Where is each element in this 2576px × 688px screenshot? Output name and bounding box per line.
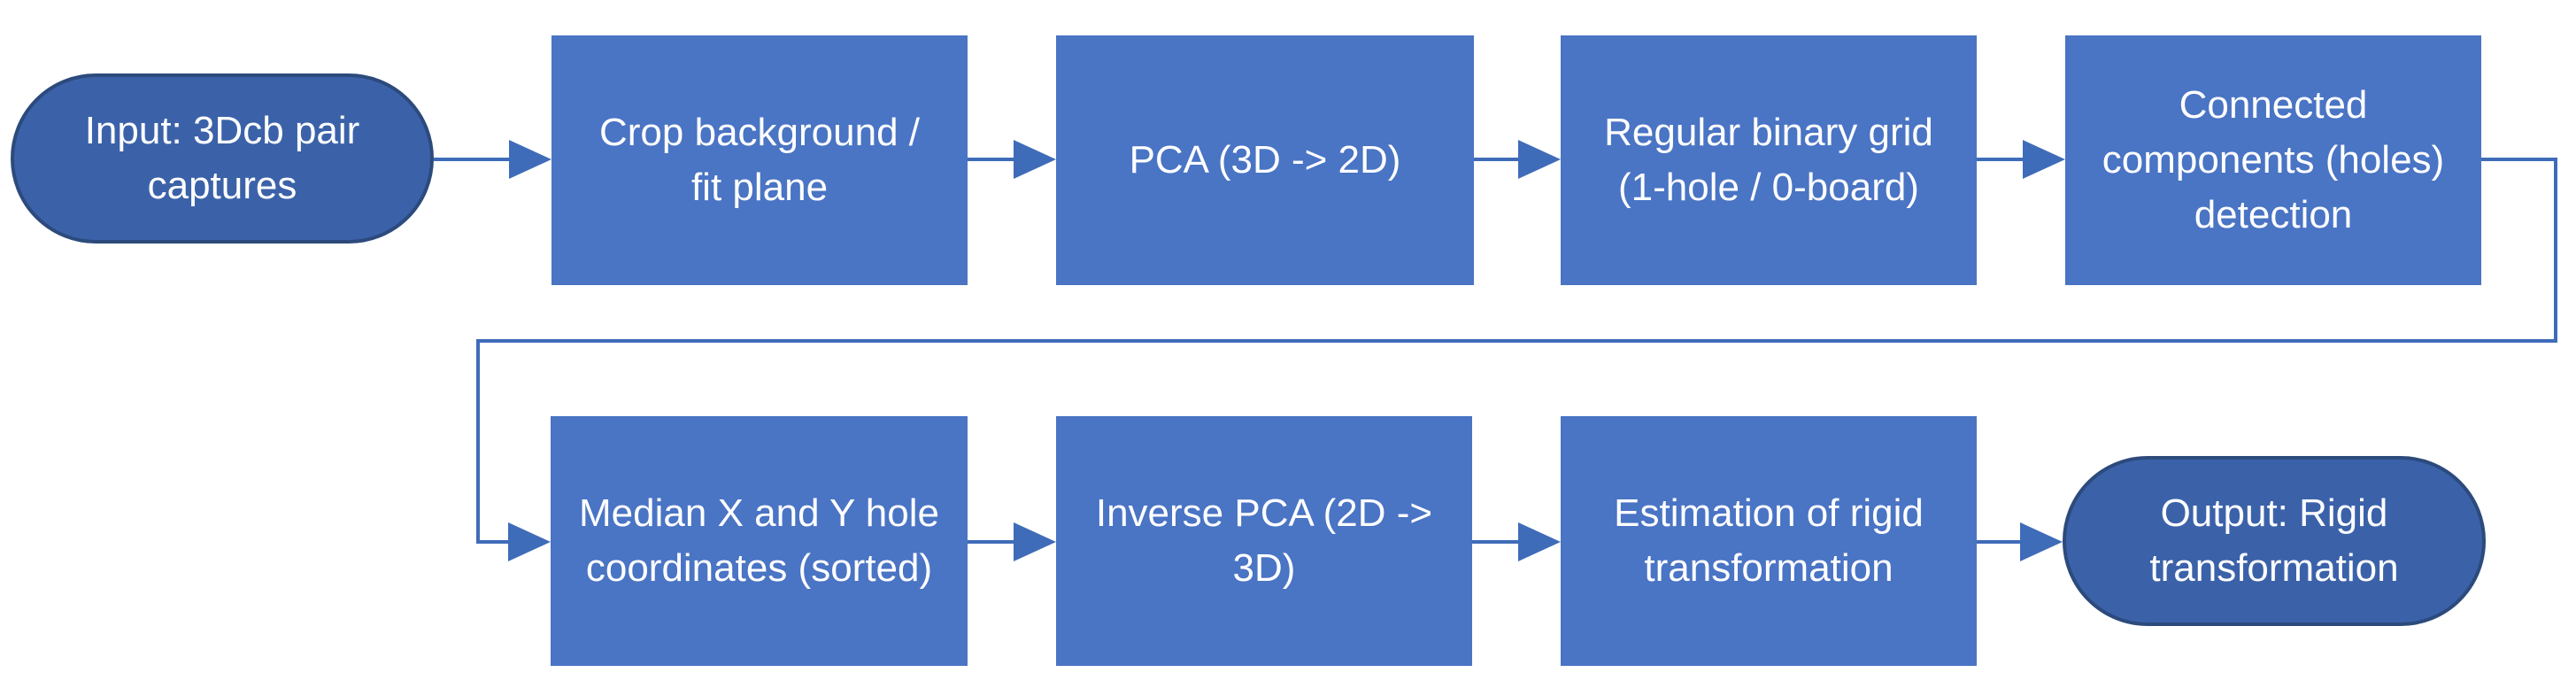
node-inverse-pca-2d-to-3d: Inverse PCA (2D -> 3D) bbox=[1056, 416, 1472, 666]
node-label: PCA (3D -> 2D) bbox=[1129, 138, 1401, 182]
arrow-grid-to-cc-head-icon bbox=[2023, 140, 2065, 179]
arrow-median-to-inverse-pca-line bbox=[968, 540, 1014, 544]
node-label: Median X and Y hole coordinates (sorted) bbox=[579, 491, 939, 590]
arrow-crop-to-pca-head-icon bbox=[1014, 140, 1056, 179]
arrow-median-to-inverse-pca-head-icon bbox=[1014, 522, 1056, 561]
node-label: Output: Rigid transformation bbox=[2149, 491, 2399, 590]
node-label: Inverse PCA (2D -> 3D) bbox=[1095, 491, 1433, 590]
node-input-3dcb-pair-captures: Input: 3Dcb pair captures bbox=[11, 73, 434, 244]
node-label: Estimation of rigid transformation bbox=[1614, 491, 1924, 590]
node-regular-binary-grid: Regular binary grid (1-hole / 0-board) bbox=[1561, 35, 1977, 285]
arrow-input-to-crop-line bbox=[434, 158, 509, 161]
connector-cc-to-median-segment-across bbox=[476, 339, 2557, 343]
arrow-crop-to-pca-line bbox=[968, 158, 1014, 161]
arrow-estimation-to-output-head-icon bbox=[2020, 522, 2063, 561]
node-label: Connected components (holes) detection bbox=[2102, 83, 2445, 236]
connector-cc-to-median-segment-stub bbox=[476, 540, 508, 544]
connector-cc-to-median-segment-down-right bbox=[2554, 158, 2557, 343]
arrow-inverse-pca-to-estimation-line bbox=[1472, 540, 1518, 544]
node-label: Crop background / fit plane bbox=[599, 111, 920, 209]
connector-cc-to-median-segment-right bbox=[2481, 158, 2557, 161]
arrow-input-to-crop-head-icon bbox=[509, 140, 551, 179]
node-pca-3d-to-2d: PCA (3D -> 2D) bbox=[1056, 35, 1474, 285]
arrow-pca-to-grid-line bbox=[1474, 158, 1518, 161]
node-label: Regular binary grid (1-hole / 0-board) bbox=[1604, 111, 1933, 209]
node-median-hole-coordinates: Median X and Y hole coordinates (sorted) bbox=[551, 416, 968, 666]
connector-cc-to-median-segment-down-left bbox=[476, 339, 480, 544]
arrow-inverse-pca-to-estimation-head-icon bbox=[1518, 522, 1561, 561]
node-label: Input: 3Dcb pair captures bbox=[84, 109, 360, 207]
node-estimation-rigid-transformation: Estimation of rigid transformation bbox=[1561, 416, 1977, 666]
node-output-rigid-transformation: Output: Rigid transformation bbox=[2063, 456, 2486, 626]
node-crop-background-fit-plane: Crop background / fit plane bbox=[551, 35, 968, 285]
arrow-estimation-to-output-line bbox=[1977, 540, 2020, 544]
connector-cc-to-median-head-icon bbox=[508, 522, 551, 561]
arrow-grid-to-cc-line bbox=[1977, 158, 2023, 161]
node-connected-components-detection: Connected components (holes) detection bbox=[2065, 35, 2481, 285]
arrow-pca-to-grid-head-icon bbox=[1518, 140, 1561, 179]
